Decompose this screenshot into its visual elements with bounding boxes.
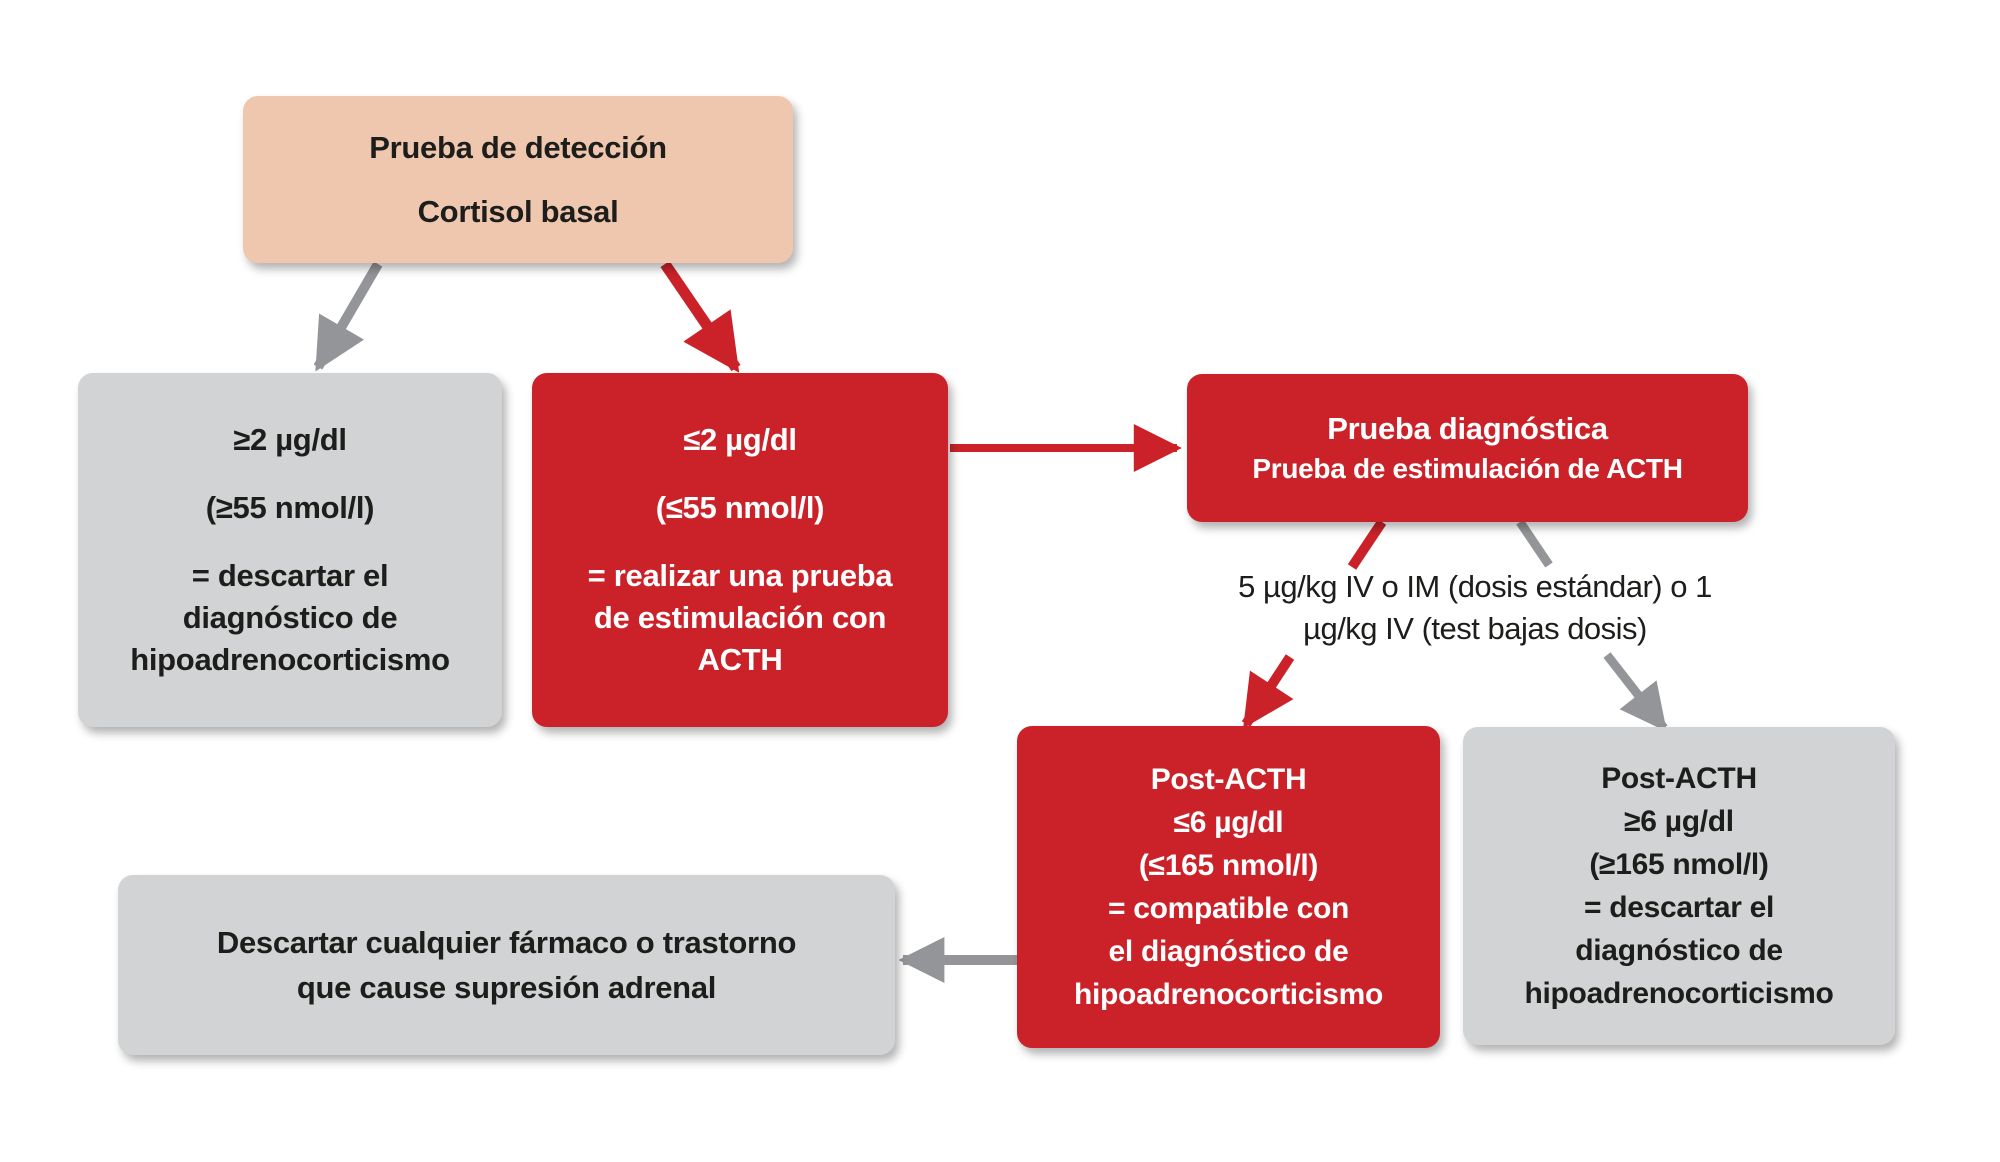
acth-dose-line: µg/kg IV (test bajas dosis): [1303, 611, 1647, 646]
node-diagnostic-test: Prueba diagnóstica Prueba de estimulació…: [1187, 374, 1748, 522]
post-low-line: = compatible con: [1107, 892, 1350, 925]
label-acth-dose: 5 µg/kg IV o IM (dosis estándar) o 1 µg/…: [1185, 566, 1765, 650]
basal-low-si-value: (≤55 nmol/l): [655, 490, 825, 525]
diagnostic-title: Prueba diagnóstica: [1327, 411, 1608, 446]
diagnostic-subtitle: Prueba de estimulación de ACTH: [1252, 453, 1683, 484]
post-high-line: (≥165 nmol/l): [1589, 848, 1769, 881]
post-low-line: ≤6 µg/dl: [1173, 806, 1284, 839]
post-high-line: Post-ACTH: [1601, 762, 1757, 795]
node-screening-test: Prueba de detección Cortisol basal: [243, 96, 793, 263]
arrow-diagnostic-to-post-high-upper: [1516, 519, 1553, 568]
post-high-line: ≥6 µg/dl: [1624, 805, 1734, 838]
post-low-line: Post-ACTH: [1150, 763, 1307, 796]
arrow-diagnostic-to-post-high-lower: [1603, 652, 1668, 732]
screening-title: Prueba de detección: [369, 129, 667, 165]
post-high-line: hipoadrenocorticismo: [1524, 977, 1834, 1010]
drug-line: que cause supresión adrenal: [296, 970, 717, 1005]
post-high-line: diagnóstico de: [1575, 934, 1783, 967]
basal-low-action-line: = realizar una prueba: [587, 558, 893, 593]
post-high-line: = descartar el: [1583, 891, 1775, 924]
node-basal-high: ≥2 µg/dl (≥55 nmol/l) = descartar el dia…: [78, 373, 502, 727]
arrow-diagnostic-to-post-low-lower: [1241, 654, 1295, 729]
post-low-line: el diagnóstico de: [1108, 935, 1349, 968]
node-basal-low: ≤2 µg/dl (≤55 nmol/l) = realizar una pru…: [532, 373, 948, 727]
arrow-screening-to-basal-high: [313, 261, 383, 372]
basal-low-action-line: ACTH: [697, 642, 783, 677]
node-post-acth-low: Post-ACTH ≤6 µg/dl (≤165 nmol/l) = compa…: [1017, 726, 1440, 1048]
drug-line: Descartar cualquier fármaco o trastorno: [216, 925, 797, 960]
arrow-screening-to-basal-low: [660, 260, 741, 373]
post-low-line: (≤165 nmol/l): [1138, 849, 1319, 882]
basal-high-si-value: (≥55 nmol/l): [205, 490, 375, 525]
node-post-acth-high: Post-ACTH ≥6 µg/dl (≥165 nmol/l) = desca…: [1463, 727, 1895, 1045]
post-low-line: hipoadrenocorticismo: [1073, 978, 1384, 1011]
basal-high-conclusion-line: hipoadrenocorticismo: [130, 642, 450, 677]
basal-low-value: ≤2 µg/dl: [683, 422, 797, 457]
basal-high-conclusion-line: = descartar el: [191, 558, 389, 593]
basal-high-value: ≥2 µg/dl: [233, 422, 347, 457]
arrow-diagnostic-to-post-low-upper: [1347, 519, 1387, 570]
basal-high-conclusion-line: diagnóstico de: [182, 600, 398, 635]
node-drug-suppression: Descartar cualquier fármaco o trastorno …: [118, 875, 895, 1055]
acth-dose-line: 5 µg/kg IV o IM (dosis estándar) o 1: [1238, 569, 1712, 604]
basal-low-action-line: de estimulación con: [593, 600, 887, 635]
screening-subtitle: Cortisol basal: [417, 193, 619, 229]
